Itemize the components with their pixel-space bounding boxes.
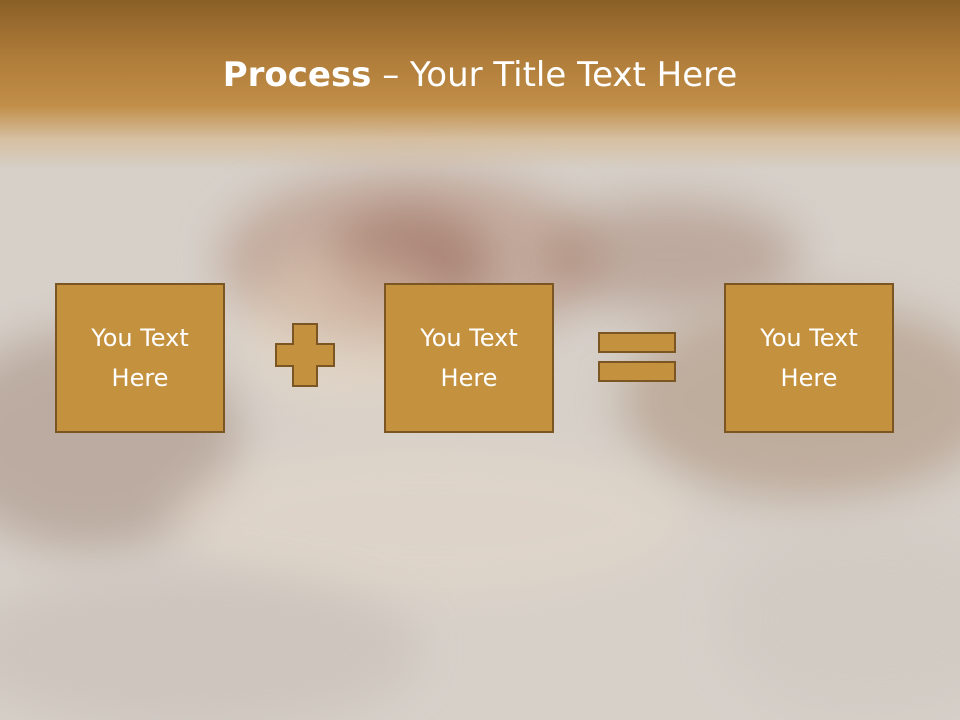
process-box-1-label: You Text Here xyxy=(91,324,189,392)
process-box-3-label: You Text Here xyxy=(760,324,858,392)
process-box-2[interactable]: You Text Here xyxy=(384,283,554,433)
slide-title[interactable]: Process – Your Title Text Here xyxy=(0,52,960,98)
process-box-3[interactable]: You Text Here xyxy=(724,283,894,433)
header-band xyxy=(0,0,960,170)
title-bold-part: Process xyxy=(222,55,372,95)
equals-icon xyxy=(598,332,676,382)
process-box-1[interactable]: You Text Here xyxy=(55,283,225,433)
process-box-2-label: You Text Here xyxy=(420,324,518,392)
plus-icon xyxy=(275,323,335,387)
title-rest-part: – Your Title Text Here xyxy=(371,55,738,95)
